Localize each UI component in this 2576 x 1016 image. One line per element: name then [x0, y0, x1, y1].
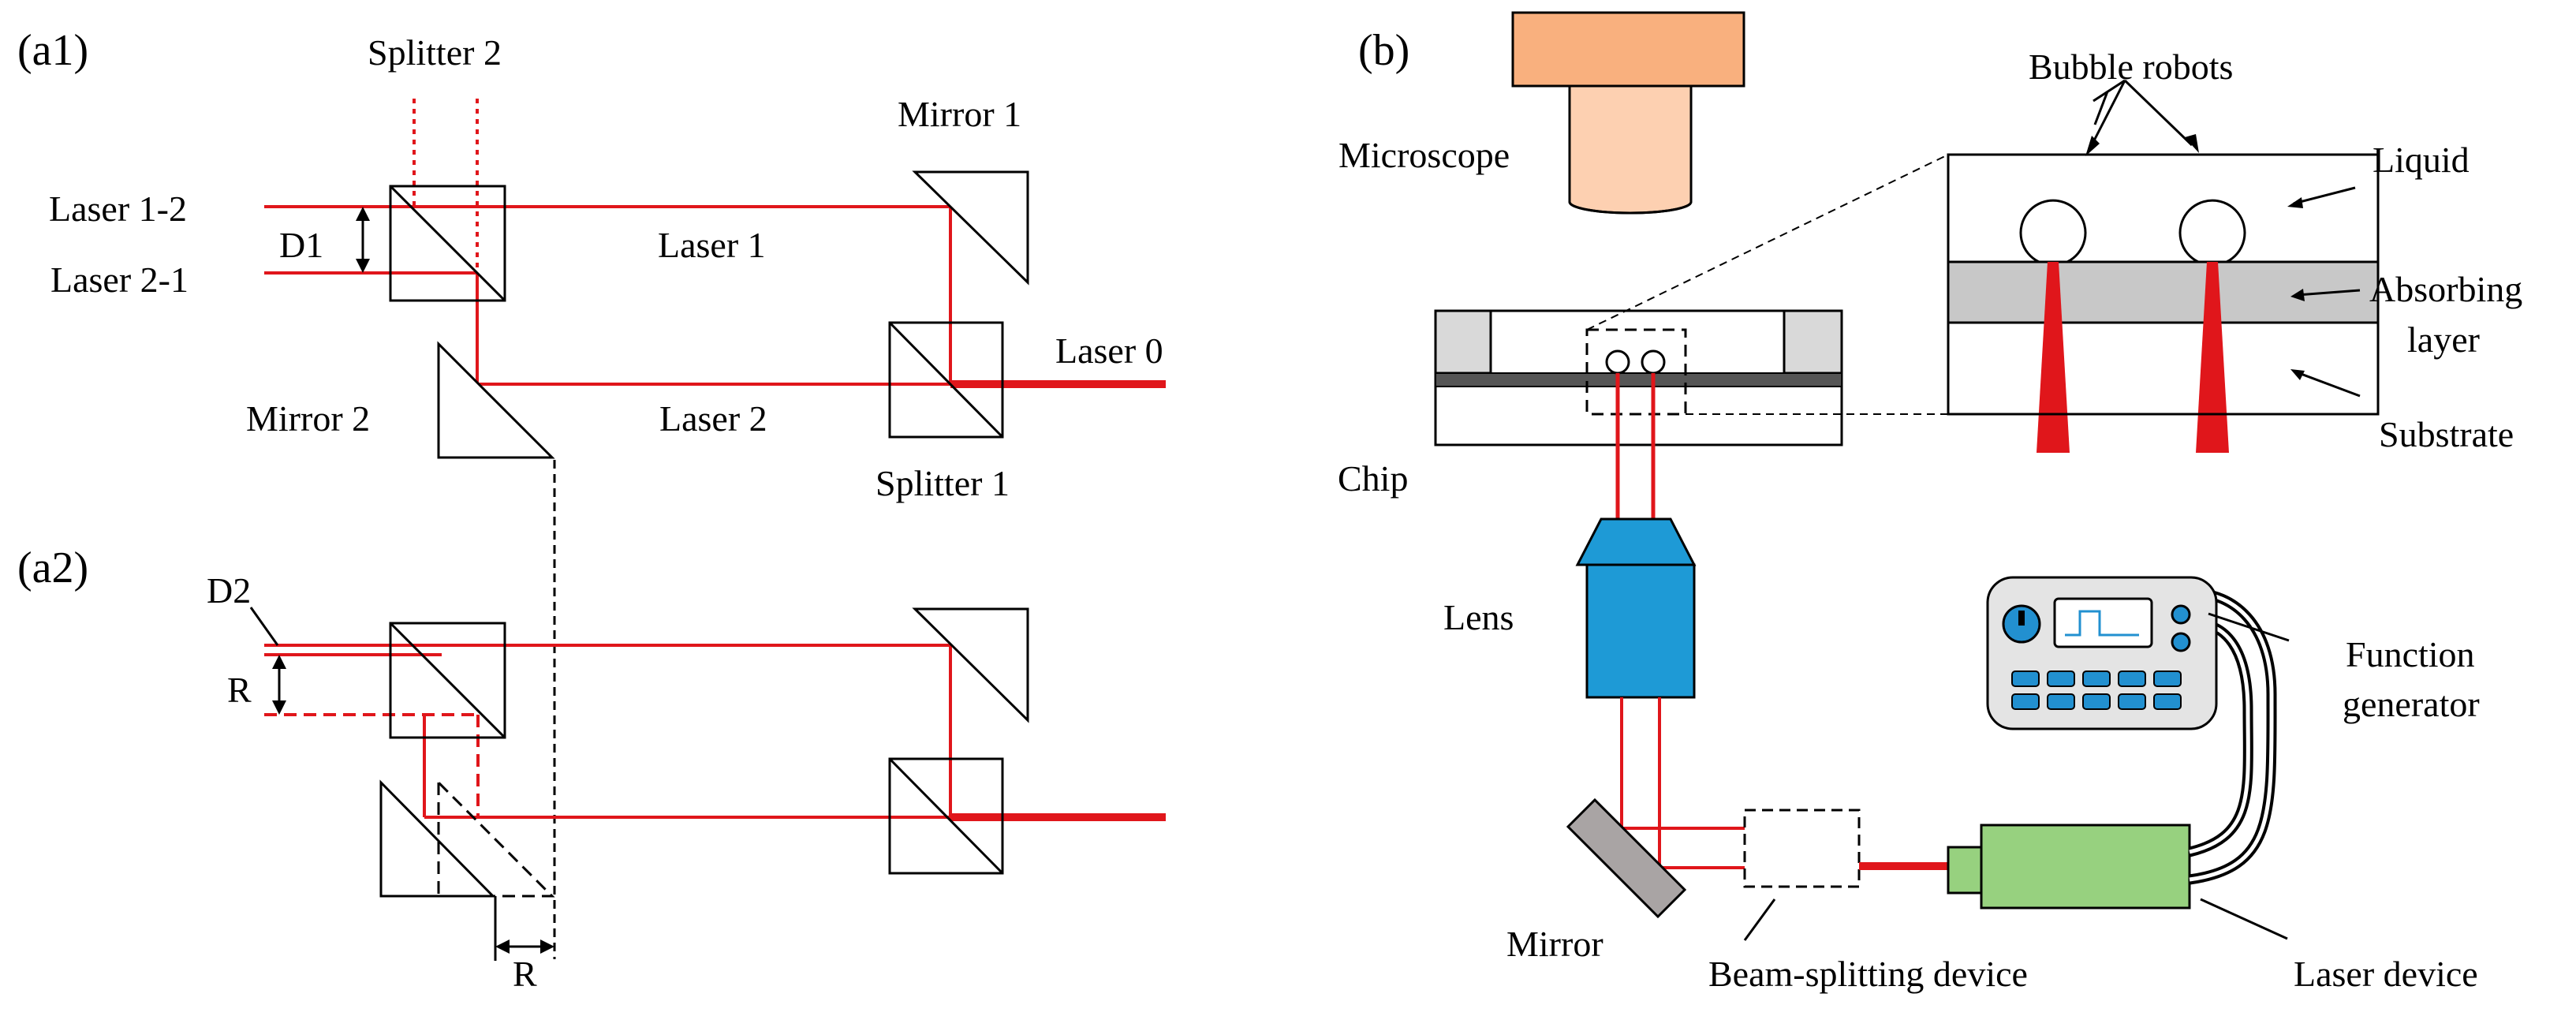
- laser-device-leader: [2200, 898, 2288, 940]
- d1-label: D1: [279, 225, 323, 265]
- panel-b: (b) Microscope Chip: [1338, 11, 2522, 994]
- a2-mirror1-prism: [912, 607, 1029, 723]
- splitter1-cube: [888, 321, 1004, 439]
- laser0-label: Laser 0: [1055, 331, 1163, 371]
- keypad-buttons: [2011, 670, 2182, 710]
- lens-label: Lens: [1443, 597, 1514, 637]
- mirror-block: [1566, 797, 1687, 919]
- output-port-bottom: [2171, 632, 2191, 652]
- lens: [1575, 517, 1697, 699]
- beam-splitting-device-leader: [1743, 898, 1776, 941]
- bubble-robots-label: Bubble robots: [2029, 47, 2233, 87]
- panel-a2: (a2): [17, 543, 1166, 994]
- function-generator-icon: [1986, 576, 2218, 730]
- mirror-label: Mirror: [1506, 924, 1603, 964]
- laser-2-1-label: Laser 2-1: [50, 260, 189, 300]
- d2-label: D2: [207, 570, 251, 611]
- d2-leader-line: [249, 607, 279, 646]
- mirror2-prism: [437, 341, 555, 459]
- laser-device: [1947, 824, 2191, 910]
- a2-splitter1-cube: [888, 757, 1004, 875]
- function-generator-label-line2: generator: [2343, 684, 2480, 724]
- beam-splitting-device: [1743, 809, 1861, 888]
- panel-b-label: (b): [1358, 26, 1409, 75]
- r-left-label: R: [227, 670, 252, 710]
- r-vertical-dimension-arrow: [272, 655, 286, 715]
- a2-shifted-beams: [264, 713, 480, 817]
- microscope: [1511, 11, 1745, 215]
- a2-splitter2-cube: [389, 622, 506, 739]
- inset-leader-arrows: [2287, 186, 2361, 398]
- laser-cone-left: [2037, 262, 2070, 453]
- panel-a1: (a1): [17, 26, 1166, 959]
- d1-dimension-arrow: [356, 207, 370, 273]
- laser-cone-right: [2196, 262, 2229, 453]
- b-beams-lower: [1620, 697, 1745, 869]
- knob-icon: [2002, 604, 2041, 644]
- liquid-label: Liquid: [2373, 140, 2470, 180]
- a2-mirror2-prism: [379, 779, 496, 898]
- output-port-top: [2171, 604, 2191, 625]
- a1-laser-beams: [264, 205, 952, 386]
- panel-a2-label: (a2): [17, 543, 88, 592]
- function-generator-leader: [2208, 612, 2290, 642]
- absorbing-layer-label-line1: Absorbing: [2369, 269, 2522, 309]
- absorbing-layer-label-line2: layer: [2407, 319, 2480, 360]
- bubble-robots-arrows: [2085, 79, 2199, 156]
- chip-label: Chip: [1338, 458, 1408, 499]
- zoom-inset: [1947, 153, 2380, 453]
- substrate-label: Substrate: [2379, 414, 2514, 454]
- pulse-wave-icon: [2053, 597, 2153, 648]
- splitter2-cube: [389, 185, 506, 302]
- mirror2-label: Mirror 2: [246, 398, 370, 439]
- laser1-label: Laser 1: [658, 225, 766, 265]
- mirror1-prism: [912, 170, 1029, 286]
- panel-a1-label: (a1): [17, 26, 88, 75]
- microscope-label: Microscope: [1338, 135, 1510, 175]
- b-beams-upper: [1615, 373, 1656, 525]
- signal-cables: [2188, 588, 2277, 885]
- r-horizontal-dimension-arrow: [494, 896, 554, 961]
- laser2-label: Laser 2: [659, 398, 767, 439]
- laser-device-label: Laser device: [2294, 954, 2478, 994]
- beam-splitting-device-label: Beam-splitting device: [1708, 954, 2028, 994]
- r-bottom-label: R: [513, 954, 537, 994]
- function-generator-label-line1: Function: [2346, 634, 2475, 674]
- mirror1-label: Mirror 1: [898, 94, 1021, 134]
- a2-laser-beams: [264, 644, 952, 819]
- splitter2-label: Splitter 2: [368, 32, 502, 73]
- splitter1-label: Splitter 1: [875, 463, 1010, 503]
- laser-1-2-label: Laser 1-2: [49, 189, 187, 229]
- chip: [1434, 309, 1843, 446]
